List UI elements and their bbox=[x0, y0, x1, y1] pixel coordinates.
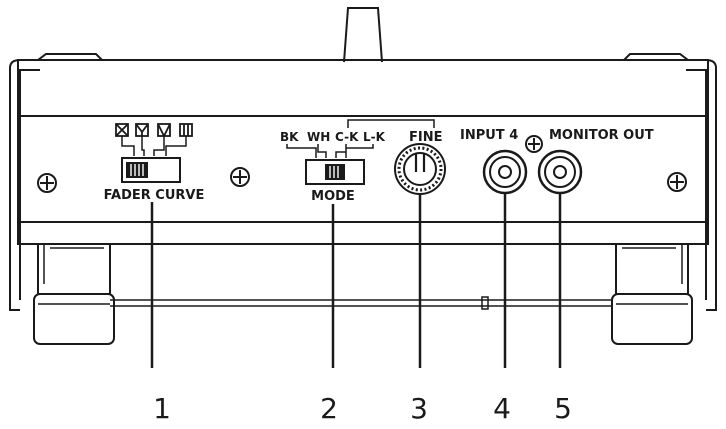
input-4-label: INPUT 4 bbox=[460, 128, 518, 143]
mode-bk-label: BK bbox=[280, 130, 299, 144]
input-4-jack[interactable] bbox=[482, 149, 528, 195]
foot-left bbox=[33, 244, 115, 345]
callout-4: 4 bbox=[493, 392, 511, 425]
fader-lever bbox=[343, 7, 383, 63]
fader-curve-icons bbox=[115, 123, 193, 156]
monitor-out-jack[interactable] bbox=[537, 149, 583, 195]
screw-mid bbox=[230, 167, 250, 187]
callout-2: 2 bbox=[320, 392, 338, 425]
callout-5: 5 bbox=[554, 392, 572, 425]
mode-lk-label: L-K bbox=[363, 130, 386, 144]
screw-left bbox=[37, 173, 57, 193]
bottom-cable bbox=[110, 296, 612, 310]
mode-wh-label: WH bbox=[307, 130, 330, 144]
foot-right bbox=[611, 244, 693, 345]
callout-1: 1 bbox=[153, 392, 171, 425]
mode-switch[interactable] bbox=[305, 159, 365, 185]
mode-ck-label: C-K bbox=[335, 130, 359, 144]
fader-curve-label: FADER CURVE bbox=[104, 188, 205, 203]
callout-3: 3 bbox=[410, 392, 428, 425]
screw-right bbox=[667, 172, 687, 192]
mode-connector-lines bbox=[286, 119, 435, 158]
mode-label: MODE bbox=[311, 189, 355, 204]
fine-knob[interactable] bbox=[394, 143, 446, 195]
screw-connector bbox=[525, 135, 543, 153]
callout-lines bbox=[150, 193, 562, 368]
monitor-out-label: MONITOR OUT bbox=[549, 128, 654, 143]
fader-curve-switch[interactable] bbox=[121, 157, 181, 183]
chassis-top bbox=[17, 59, 709, 117]
fine-label: FINE bbox=[409, 130, 442, 145]
front-panel bbox=[17, 115, 709, 245]
